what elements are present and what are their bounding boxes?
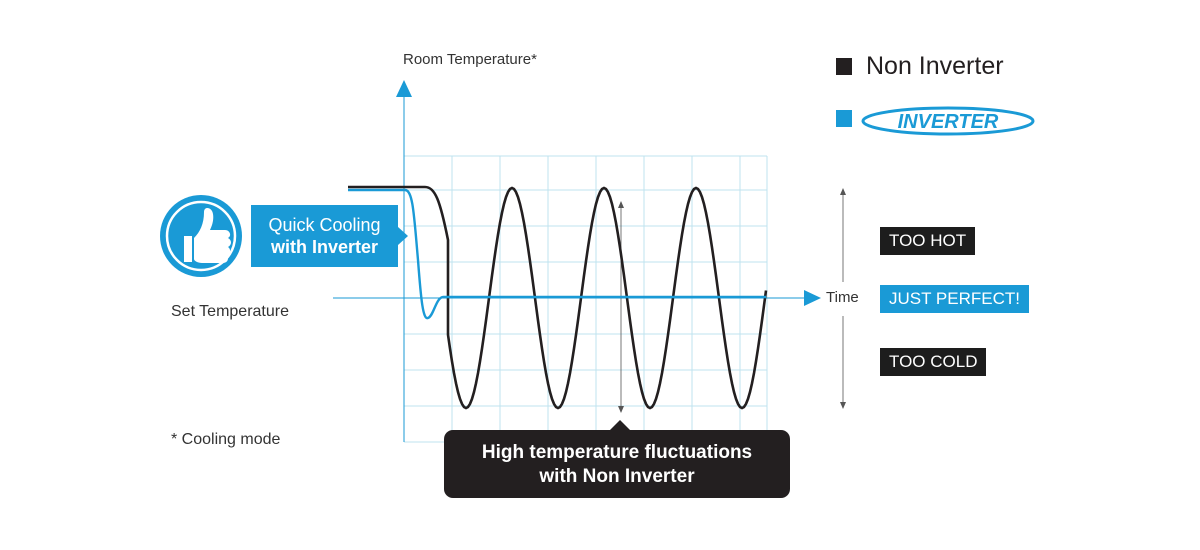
- hot-range-arrow-icon: [840, 188, 846, 195]
- quick-cooling-line2: with Inverter: [270, 237, 379, 257]
- inverter-curve: [348, 188, 766, 320]
- inverter-logo: INVERTER: [861, 106, 1035, 136]
- too-cold-badge: TOO COLD: [880, 348, 987, 376]
- thumbs-up-icon: [160, 195, 242, 277]
- y-axis-label: Room Temperature*: [403, 51, 537, 68]
- x-axis-label: Time: [826, 289, 859, 306]
- set-temperature-label: Set Temperature: [171, 303, 289, 320]
- amplitude-arrow-up-icon: [618, 201, 624, 208]
- quick-cooling-callout: Quick Cooling with Inverter: [251, 205, 408, 267]
- svg-text:INVERTER: INVERTER: [898, 111, 999, 133]
- legend-non-inverter-swatch: [836, 58, 852, 75]
- non-inverter-curve: [348, 185, 768, 410]
- y-axis-arrow-icon: [396, 80, 412, 97]
- legend-inverter-swatch: [836, 110, 852, 127]
- legend-non-inverter-label: Non Inverter: [866, 52, 1004, 80]
- fluctuation-line1: High temperature fluctuations: [481, 442, 753, 463]
- quick-cooling-line1: Quick Cooling: [268, 215, 381, 235]
- amplitude-arrow-down-icon: [618, 406, 624, 413]
- chart-grid: [403, 155, 768, 443]
- fluctuation-callout: High temperature fluctuations with Non I…: [444, 420, 790, 498]
- cold-range-arrow-icon: [840, 402, 846, 409]
- footnote: * Cooling mode: [171, 431, 281, 448]
- too-hot-badge: TOO HOT: [880, 227, 976, 255]
- just-perfect-badge: JUST PERFECT!: [880, 285, 1029, 313]
- fluctuation-line2: with Non Inverter: [539, 466, 695, 487]
- x-axis-arrow-icon: [804, 290, 821, 306]
